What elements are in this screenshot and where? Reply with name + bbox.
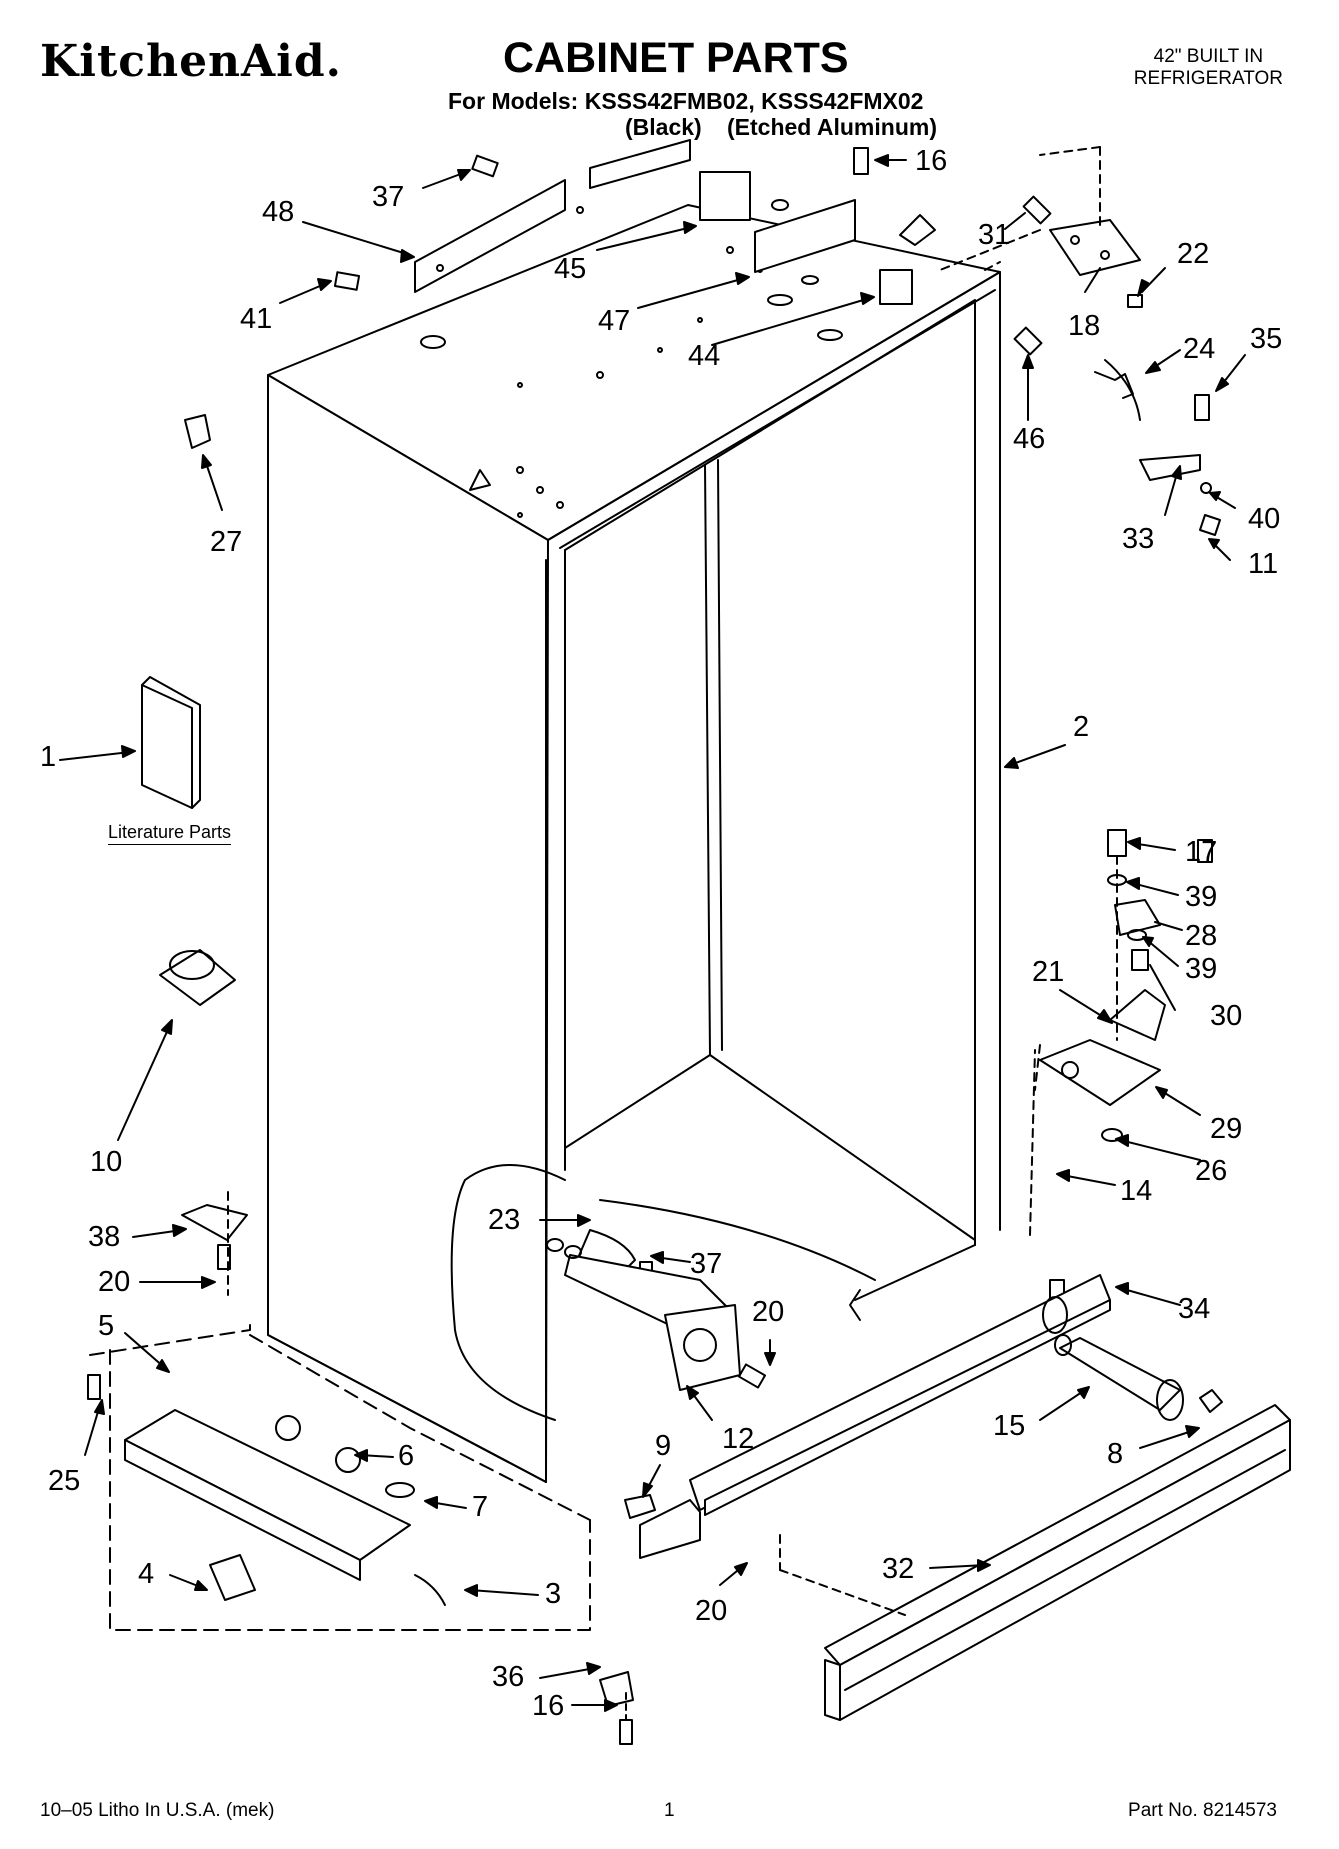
callout-6: 6 (398, 1440, 415, 1472)
callout-32: 32 (882, 1553, 915, 1585)
callout-30: 30 (1210, 1000, 1243, 1032)
callout-15: 15 (993, 1410, 1026, 1442)
callout-16-top: 16 (915, 145, 948, 177)
lower-hinge-stack (1029, 829, 1166, 1236)
callout-47: 47 (598, 305, 631, 337)
callout-8: 8 (1107, 1438, 1124, 1470)
callout-12: 12 (722, 1423, 755, 1455)
clips-left (159, 414, 248, 1296)
callout-35: 35 (1250, 323, 1283, 355)
callout-7: 7 (472, 1491, 489, 1523)
callout-45: 45 (554, 253, 587, 285)
literature-parts-label: Literature Parts (108, 822, 232, 845)
callout-26: 26 (1195, 1155, 1228, 1187)
callout-27: 27 (210, 526, 243, 558)
callout-20-bottom: 20 (695, 1595, 728, 1627)
page-title: CABINET PARTS (503, 34, 849, 82)
callout-24: 24 (1183, 333, 1216, 365)
callout-2: 2 (1073, 711, 1090, 743)
callout-4: 4 (138, 1558, 155, 1590)
callout-31: 31 (978, 219, 1011, 251)
callout-16-bottom: 16 (532, 1690, 565, 1722)
callout-33: 33 (1122, 523, 1155, 555)
callout-22: 22 (1177, 238, 1210, 270)
callout-20-center: 20 (752, 1296, 785, 1328)
brand-logo: KitchenAid. (40, 36, 342, 87)
callout-leaders (59, 154, 1246, 1721)
callout-3: 3 (545, 1578, 562, 1610)
callout-36: 36 (492, 1661, 525, 1693)
callout-5: 5 (98, 1310, 115, 1342)
bracket-48 (414, 139, 691, 293)
callout-20-left: 20 (98, 1266, 131, 1298)
product-line-1: 42" BUILT IN (1153, 46, 1264, 67)
callout-46: 46 (1013, 423, 1046, 455)
variant-etched-aluminum: (Etched Aluminum) (727, 114, 937, 140)
base-frame-group (89, 1324, 591, 1631)
variant-black: (Black) (625, 114, 702, 140)
callout-44: 44 (688, 340, 721, 372)
callout-37-top: 37 (372, 181, 405, 213)
callout-18: 18 (1068, 310, 1101, 342)
callout-21: 21 (1032, 956, 1065, 988)
footer-litho: 10–05 Litho In U.S.A. (mek) (40, 1800, 275, 1821)
callout-10: 10 (90, 1146, 123, 1178)
bottom-brackets (599, 1494, 656, 1707)
callout-48: 48 (262, 196, 295, 228)
callout-9: 9 (655, 1430, 672, 1462)
callout-37-lower: 37 (690, 1248, 723, 1280)
callout-39-lower: 39 (1185, 953, 1218, 985)
cabinet-shell (267, 204, 1001, 1483)
footer-part-number: Part No. 8214573 (1128, 1800, 1277, 1821)
top-hinge-group (939, 146, 1221, 536)
callout-28: 28 (1185, 920, 1218, 952)
callout-29: 29 (1210, 1113, 1243, 1145)
callout-11: 11 (1248, 548, 1279, 580)
cabinet-top-details (420, 214, 936, 518)
callout-1: 1 (40, 741, 57, 773)
callout-41: 41 (240, 303, 273, 335)
literature-booklet (141, 676, 201, 809)
top-brackets (699, 171, 913, 305)
callout-17: 17 (1185, 836, 1218, 868)
roller-tube (1054, 1334, 1223, 1421)
drain-assembly (450, 1164, 876, 1421)
callout-34: 34 (1178, 1293, 1211, 1325)
callout-40: 40 (1248, 503, 1281, 535)
callout-39-upper: 39 (1185, 881, 1218, 913)
product-type: 42" BUILT IN REFRIGERATOR (1134, 46, 1283, 90)
base-grille (639, 1274, 1111, 1559)
callout-23: 23 (488, 1204, 521, 1236)
footer-page-number: 1 (664, 1800, 675, 1821)
kick-plate (779, 1404, 1291, 1721)
callout-14: 14 (1120, 1175, 1153, 1207)
callout-25: 25 (48, 1465, 81, 1497)
callout-38: 38 (88, 1221, 121, 1253)
product-line-2: REFRIGERATOR (1133, 68, 1283, 89)
models-line: For Models: KSSS42FMB02, KSSS42FMX02 (448, 88, 924, 114)
